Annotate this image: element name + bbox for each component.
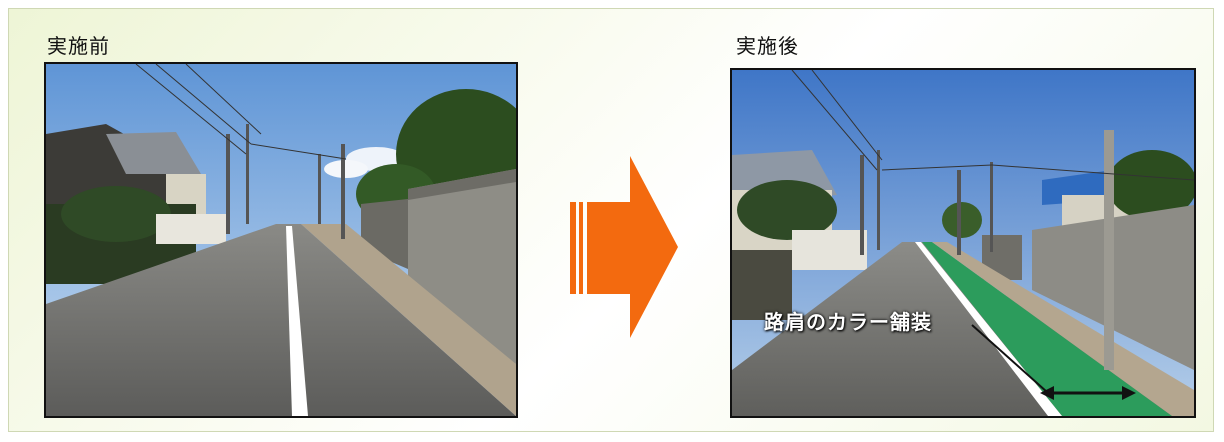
after-photo: [730, 68, 1196, 418]
before-photo: [44, 62, 518, 418]
double-arrow-icon: [1040, 386, 1136, 400]
after-caption: 実施後: [736, 34, 799, 58]
right-arrow-icon: [570, 156, 678, 338]
before-caption: 実施前: [47, 34, 110, 58]
colored-shoulder-label: 路肩のカラー舗装: [764, 310, 932, 334]
